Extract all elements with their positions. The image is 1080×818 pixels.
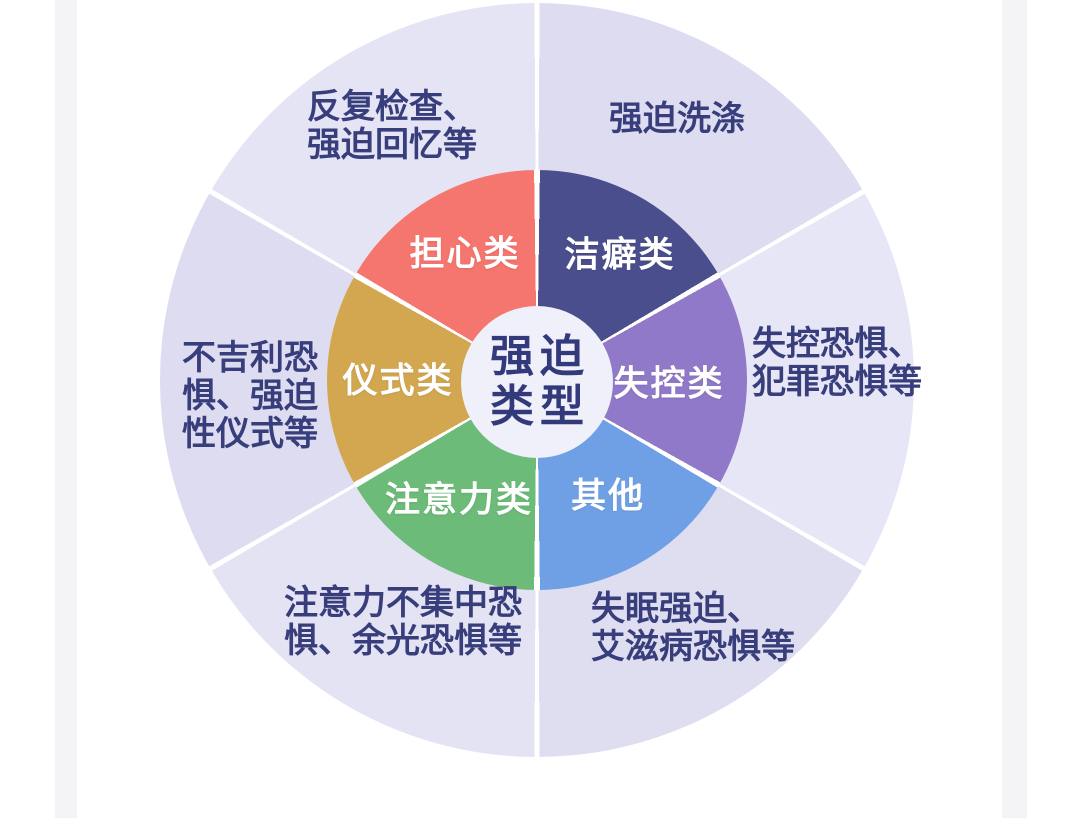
hub-title-line1: 强迫	[490, 332, 590, 381]
page-edge-strip-right	[1002, 0, 1027, 818]
annotation-left: 不吉利恐 惧、强迫 性仪式等	[182, 339, 318, 453]
segment-label-ritual: 仪式类	[342, 361, 454, 401]
annotation-right-line2: 犯罪恐惧等	[752, 363, 922, 401]
annotation-left-line2: 惧、强迫	[182, 377, 318, 415]
annotation-right: 失控恐惧、 犯罪恐惧等	[752, 325, 922, 401]
annotation-bottom-right-line1: 失眠强迫、	[591, 590, 761, 628]
annotation-bottom-left: 注意力不集中恐 惧、余光恐惧等	[284, 584, 522, 660]
segment-label-cleanliness: 洁癖类	[564, 235, 676, 275]
annotation-right-line1: 失控恐惧、	[752, 325, 922, 363]
segment-label-attention: 注意力类	[384, 480, 534, 520]
segment-label-other: 其他	[570, 476, 646, 516]
annotation-bottom-right: 失眠强迫、 艾滋病恐惧等	[591, 590, 795, 666]
annotation-bottom-left-line2: 惧、余光恐惧等	[284, 622, 522, 660]
segment-label-loss-of-control: 失控类	[613, 364, 725, 404]
annotation-top-left-line1: 反复检查、	[307, 88, 477, 126]
segment-label-worry: 担心类	[409, 234, 521, 274]
annotation-bottom-left-line1: 注意力不集中恐	[284, 584, 522, 622]
center-hub: 强迫 类型	[461, 306, 613, 458]
annotation-left-line3: 性仪式等	[182, 415, 318, 453]
hub-title-line2: 类型	[490, 382, 590, 431]
page-edge-strip-left	[55, 0, 77, 818]
annotation-left-line1: 不吉利恐	[182, 339, 318, 377]
annotation-top-left-line2: 强迫回忆等	[307, 126, 477, 164]
annotation-bottom-right-line2: 艾滋病恐惧等	[591, 628, 795, 666]
annotation-top-right: 强迫洗涤	[609, 100, 745, 138]
annotation-top-right-line1: 强迫洗涤	[609, 100, 745, 138]
annotation-top-left: 反复检查、 强迫回忆等	[307, 88, 477, 164]
